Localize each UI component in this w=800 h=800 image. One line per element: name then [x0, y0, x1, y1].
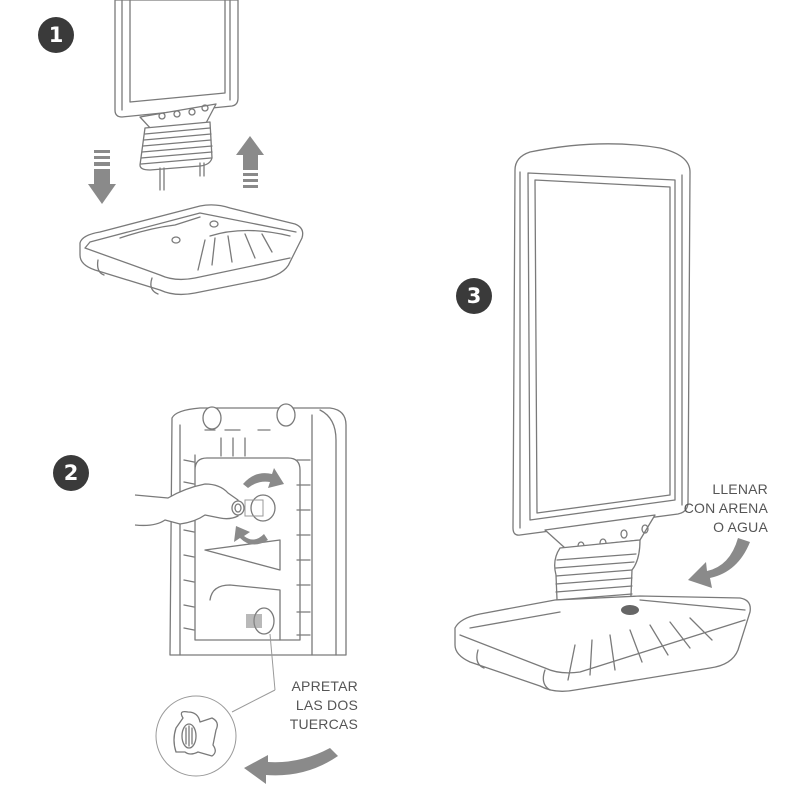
step-2-badge: 2 — [53, 455, 89, 491]
arrow-down-icon — [88, 150, 116, 204]
step3-frame — [512, 143, 691, 551]
arrow-up-icon — [236, 136, 264, 188]
step-3-badge: 3 — [456, 278, 492, 314]
step2-note-line1: APRETAR — [291, 678, 358, 694]
step-1-badge: 1 — [38, 17, 74, 53]
step2-note-line3: TUERCAS — [289, 716, 358, 732]
step2-base-underside — [169, 403, 347, 691]
step3-base — [454, 595, 751, 692]
step2-note: APRETAR LAS DOS TUERCAS — [282, 677, 358, 734]
step2-note-line2: LAS DOS — [295, 697, 358, 713]
nut-detail-icon — [155, 689, 276, 777]
step3-note: LLENAR CON ARENA O AGUA — [680, 480, 768, 537]
step3-note-line1: LLENAR — [712, 481, 768, 497]
step3-note-line3: O AGUA — [713, 519, 768, 535]
rotate-arrow-icon — [234, 468, 284, 545]
step1-frame — [114, 0, 239, 131]
curved-arrow-icon — [244, 748, 338, 784]
step3-note-line2: CON ARENA — [683, 500, 768, 516]
step1-base — [79, 204, 304, 296]
fill-arrow-icon — [688, 538, 750, 588]
step1-neck — [139, 121, 213, 191]
hand-illustration — [134, 483, 245, 527]
